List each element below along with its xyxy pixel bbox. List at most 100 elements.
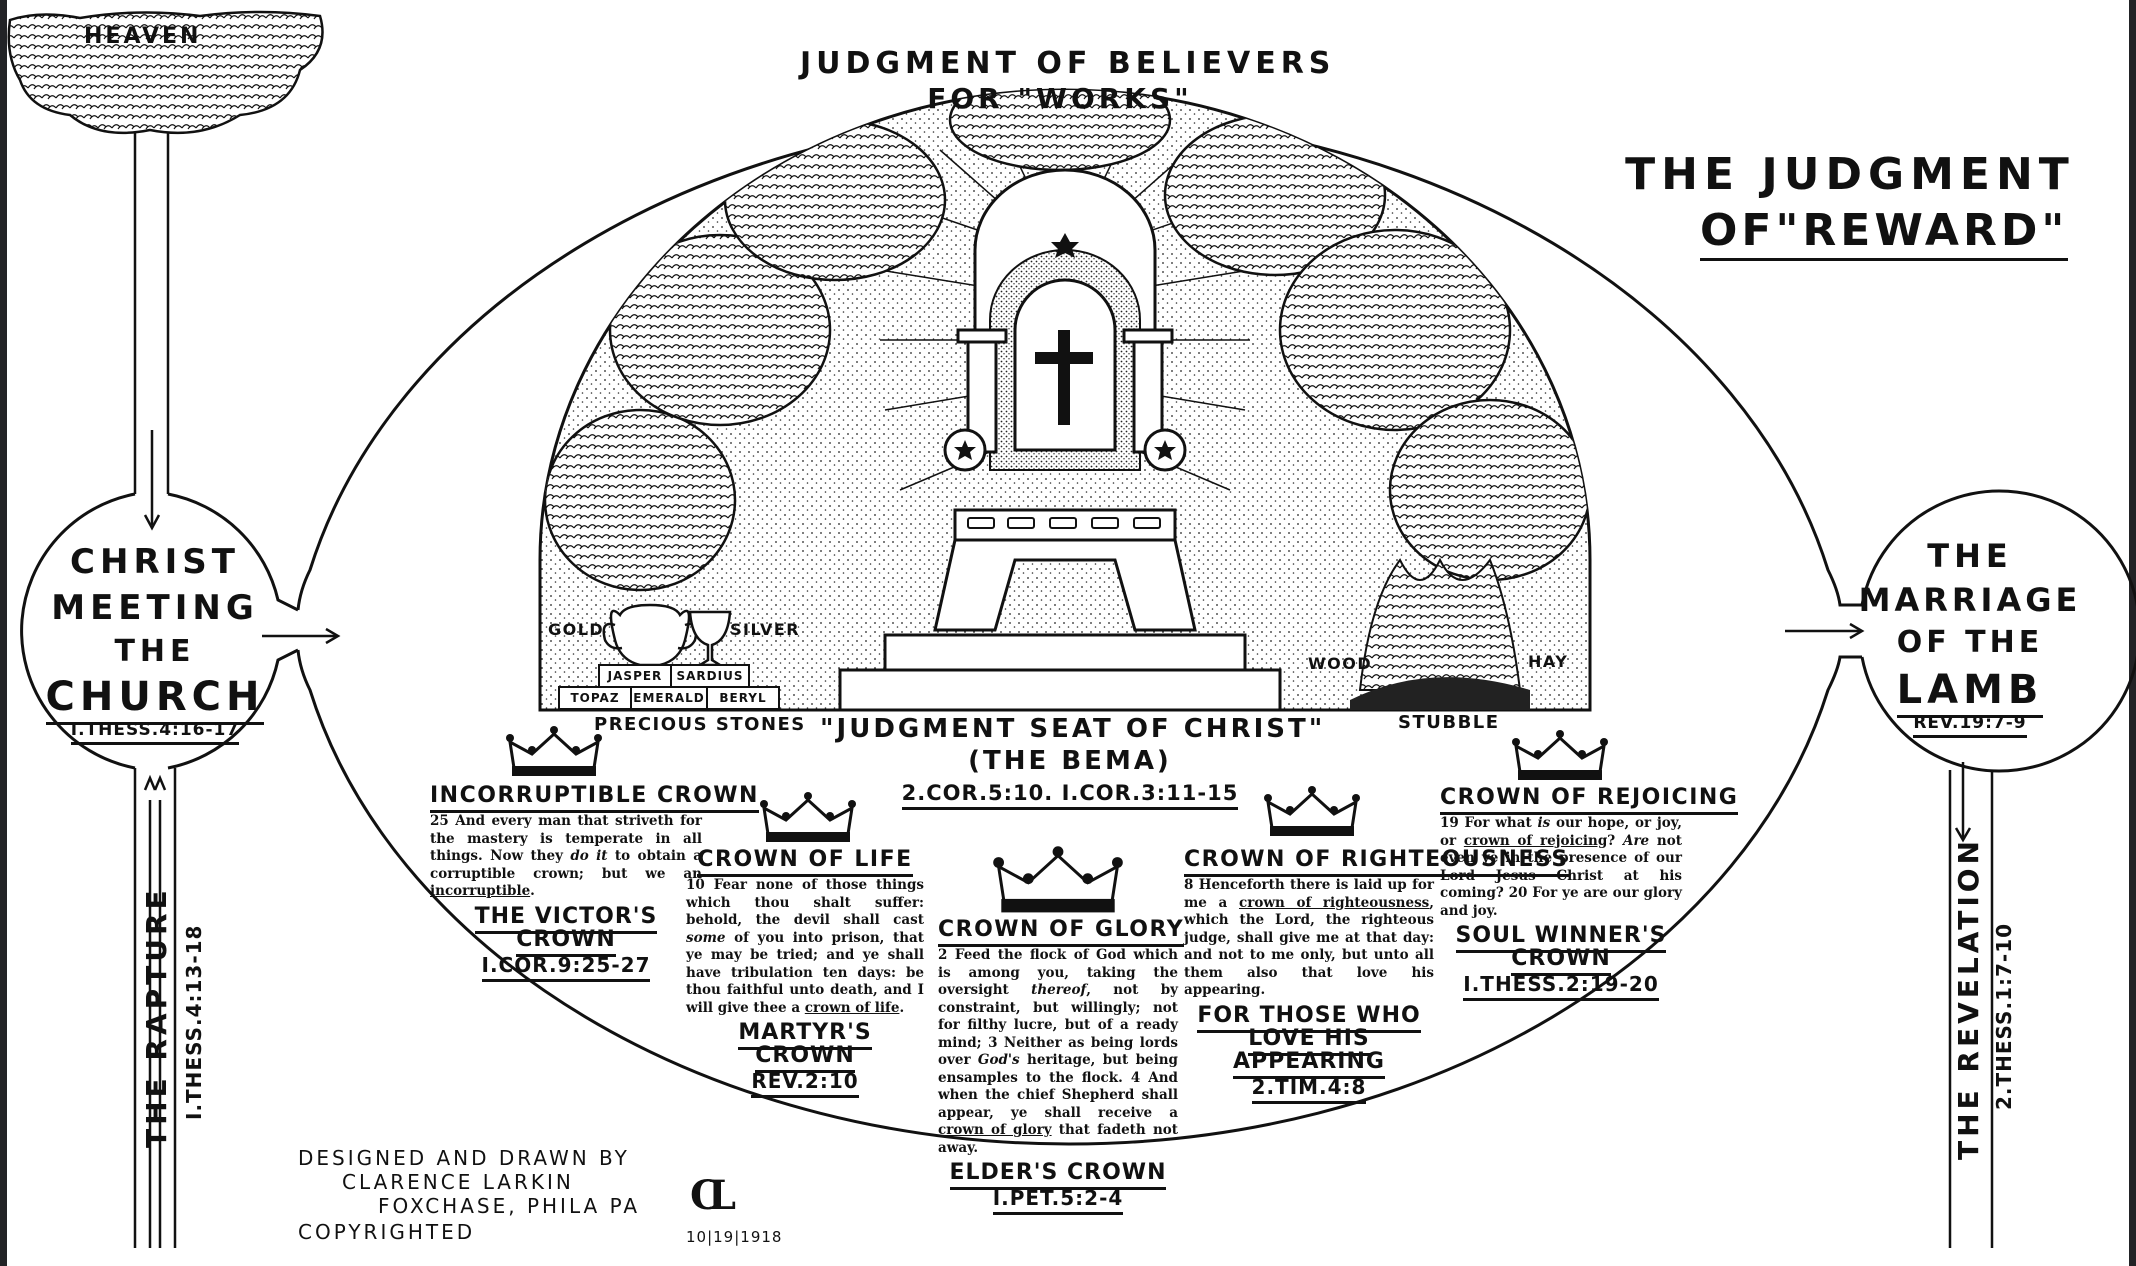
crown-ref: I.THESS.2:19-20 bbox=[1463, 972, 1659, 1002]
verse-segment: 10 Fear none of those things which thou … bbox=[686, 877, 924, 929]
verse-segment: God's bbox=[977, 1052, 1020, 1069]
arc-title-line2: FOR "WORKS" bbox=[927, 82, 1193, 115]
crown-ref: I.COR.9:25-27 bbox=[481, 952, 651, 982]
verse-segment: crown of rejoicing bbox=[1463, 832, 1608, 849]
crown-name-row: THE VICTOR'S CROWN bbox=[430, 903, 702, 957]
crown-ref: REV.2:10 bbox=[751, 1069, 859, 1099]
crown-name: MARTYR'S CROWN bbox=[738, 1020, 872, 1074]
crown-name-row: SOUL WINNER'S CROWN bbox=[1440, 923, 1682, 977]
stone-emerald: EMERALD bbox=[630, 686, 708, 710]
star-icon bbox=[954, 440, 1176, 460]
crown-verse: 8 Henceforth there is laid up for me a c… bbox=[1184, 877, 1434, 1000]
crown-icon-rejoicing bbox=[1512, 730, 1608, 780]
credits-date: 10|19|1918 bbox=[686, 1228, 783, 1246]
verse-segment: 2 Feed the flock of God which is among y… bbox=[938, 947, 1178, 999]
throne-panels bbox=[967, 517, 1161, 529]
right-line-4-text: LAMB bbox=[1896, 666, 2044, 718]
revelation-column bbox=[1948, 762, 1994, 1248]
credits-line-3: FOXCHASE, PHILA PA bbox=[378, 1194, 641, 1218]
left-line-4-text: CHURCH bbox=[45, 673, 265, 725]
page-title: THE JUDGMENT bbox=[1620, 149, 2080, 200]
page-subtitle: OF"REWARD" bbox=[1700, 205, 2069, 261]
crown-verse: 2 Feed the flock of God which is among y… bbox=[938, 947, 1178, 1157]
wood-label: WOOD bbox=[1308, 654, 1373, 673]
verse-segment: to obtain a corruptible crown; but we an bbox=[430, 848, 702, 882]
verse-segment: 8 Henceforth there is laid up for me a bbox=[1184, 877, 1434, 911]
crown-name-row: MARTYR'S CROWN bbox=[686, 1020, 924, 1074]
page-title-line1: THE JUDGMENT bbox=[1625, 149, 2075, 200]
crown-name: ELDER'S CROWN bbox=[949, 1160, 1167, 1191]
verse-segment: Are bbox=[1622, 832, 1650, 849]
precious-stones-label: PRECIOUS STONES bbox=[594, 714, 806, 735]
arc-title-line1: JUDGMENT OF BELIEVERS bbox=[800, 46, 1336, 81]
crown-title-row: CROWN OF GLORY bbox=[938, 917, 1185, 947]
verse-segment: . bbox=[899, 999, 905, 1016]
crown-title-row: CROWN OF RIGHTEOUSNESS bbox=[1184, 847, 1569, 877]
bema-title: "JUDGMENT SEAT OF CHRIST" bbox=[820, 714, 1326, 744]
crown-title-row: CROWN OF REJOICING bbox=[1440, 785, 1739, 815]
crown-verse: 19 For what is our hope, or joy, or crow… bbox=[1440, 815, 1682, 920]
crown-ref-row: I.PET.5:2-4 bbox=[938, 1186, 1178, 1216]
rapture-column bbox=[133, 768, 177, 1248]
verse-segment: crown of life bbox=[804, 999, 900, 1016]
heaven-label: HEAVEN bbox=[84, 24, 202, 49]
crown-title: CROWN OF GLORY bbox=[938, 917, 1185, 947]
stubble-label: STUBBLE bbox=[1398, 712, 1500, 733]
arrow-to-judgment bbox=[262, 627, 341, 645]
crown-name: FOR THOSE WHO LOVE HIS APPEARING bbox=[1197, 1002, 1421, 1079]
crown-title: CROWN OF REJOICING bbox=[1440, 785, 1739, 815]
verse-segment: do it bbox=[570, 848, 608, 865]
bema-refs: 2.COR.5:10. I.COR.3:11-15 bbox=[880, 781, 1260, 810]
verse-segment: 19 For what bbox=[1440, 815, 1538, 832]
crown-ref-row: REV.2:10 bbox=[686, 1069, 924, 1099]
arrow-to-marriage bbox=[1785, 622, 1865, 640]
right-frame-edge bbox=[2129, 0, 2136, 1266]
crown-ref-row: I.COR.9:25-27 bbox=[430, 952, 702, 982]
crown-title-row: INCORRUPTIBLE CROWN bbox=[430, 783, 759, 813]
bema-subtitle: (THE BEMA) bbox=[920, 746, 1220, 776]
bema-subtitle-text: (THE BEMA) bbox=[968, 746, 1172, 776]
crown-ref: I.PET.5:2-4 bbox=[992, 1186, 1124, 1216]
verse-segment: heritage, but being ensamples to the flo… bbox=[938, 1052, 1178, 1121]
right-line-2: MARRIAGE bbox=[1858, 580, 2082, 619]
left-circle-text: CHRIST MEETING THE CHURCH I.THESS.4:16-1… bbox=[30, 544, 280, 745]
heaven-cloud bbox=[7, 10, 324, 135]
verse-segment: crown of glory bbox=[938, 1122, 1052, 1139]
left-line-2: MEETING bbox=[51, 587, 259, 628]
gold-label: GOLD bbox=[548, 620, 605, 639]
right-line-4: LAMB bbox=[1845, 666, 2095, 718]
left-line-4: CHURCH bbox=[30, 673, 280, 725]
verse-segment: 25 And every man that striveth for the m… bbox=[430, 813, 702, 865]
monogram: CL bbox=[690, 1172, 736, 1219]
left-ref-text: I.THESS.4:16-17 bbox=[70, 719, 240, 745]
stone-jasper: JASPER bbox=[598, 664, 672, 688]
verse-segment: , not by constraint, but willingly; not … bbox=[938, 982, 1178, 1069]
marriage-of-lamb-circle bbox=[1860, 489, 2136, 773]
crown-icon-glory bbox=[993, 846, 1123, 913]
clouds bbox=[543, 90, 1590, 592]
left-frame-edge bbox=[0, 0, 7, 1266]
stone-beryl: BERYL bbox=[706, 686, 780, 710]
credits-line-1: DESIGNED AND DRAWN BY bbox=[298, 1146, 630, 1170]
verse-segment: is bbox=[1537, 815, 1551, 832]
christ-meeting-church-circle bbox=[20, 492, 299, 770]
crown-name: THE VICTOR'S CROWN bbox=[474, 903, 658, 957]
crown-title-row: CROWN OF LIFE bbox=[686, 847, 924, 877]
crown-icon-life bbox=[760, 792, 856, 842]
verse-segment: thereof bbox=[1031, 982, 1087, 999]
verse-segment: not even ye in the presence of our Lord … bbox=[1440, 832, 1682, 919]
verse-segment: of you into prison, that ye may be tried… bbox=[686, 929, 924, 1016]
bema-scene bbox=[538, 88, 1592, 712]
crown-title: INCORRUPTIBLE CROWN bbox=[430, 783, 759, 813]
credits-line-2: CLARENCE LARKIN bbox=[342, 1170, 574, 1194]
crown-verse: 25 And every man that striveth for the m… bbox=[430, 813, 702, 901]
right-ref: REV.19:7-9 bbox=[1845, 712, 2095, 738]
crown-title: CROWN OF LIFE bbox=[697, 847, 913, 877]
verse-segment: crown of righteousness bbox=[1238, 894, 1430, 911]
verse-segment: . bbox=[530, 883, 535, 900]
verse-segment: some bbox=[686, 929, 726, 946]
